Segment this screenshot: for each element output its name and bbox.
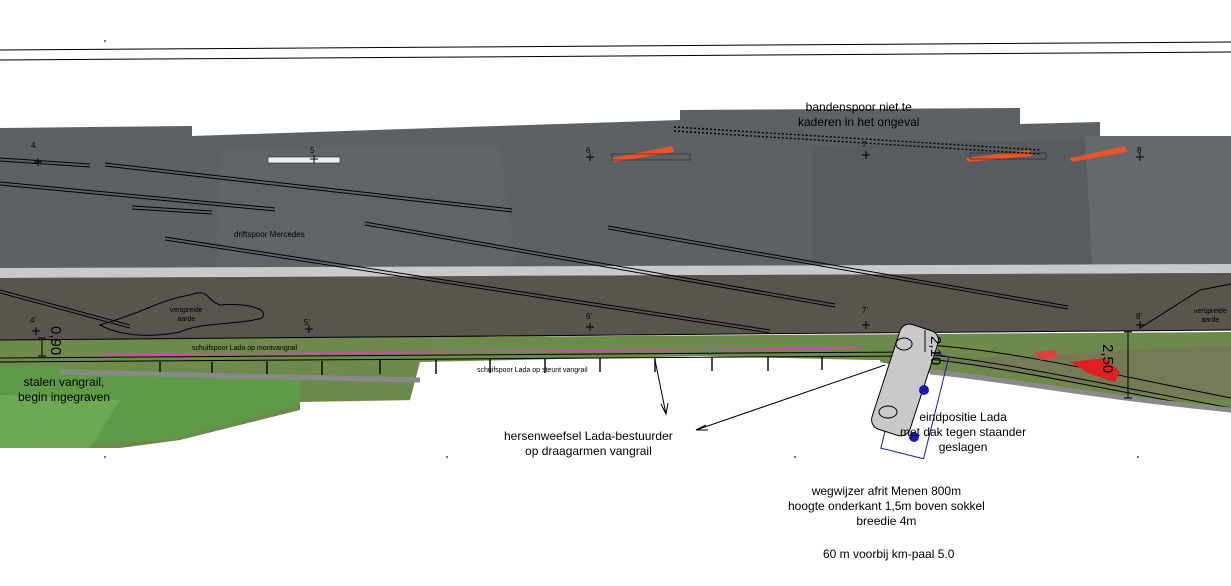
point-5: 5 <box>310 146 315 155</box>
lada-car <box>871 323 950 460</box>
arrows <box>654 359 886 431</box>
point-8: 8 <box>1137 146 1142 155</box>
dimension-d1: 0,90 <box>47 326 64 356</box>
tire-mark-label: bandenspoor niet te kaderen in het ongev… <box>798 100 920 129</box>
km-post-label: 60 m voorbij km-paal 5.0 <box>823 547 955 561</box>
point-5b: 5' <box>304 318 310 327</box>
guardrail-label: stalen vangrail, begin ingegraven <box>18 375 111 404</box>
dimension-d2: 2,10 <box>927 336 944 366</box>
point-4: 4 <box>31 141 36 150</box>
guardrail-lines <box>0 344 1231 413</box>
scrape-mark-1-label: schuifspoor Lada op montvangrail <box>192 345 298 352</box>
point-4b: 4' <box>30 316 36 325</box>
dimension-d3: 2,50 <box>1099 344 1116 374</box>
point-6: 6 <box>586 146 591 155</box>
drift-mark-label: driftspoor Mercedes <box>234 230 305 239</box>
point-8b: 8' <box>1136 312 1142 321</box>
scattered-dirt-right-label: verspreide aarde <box>1194 308 1227 324</box>
point-7: 7 <box>862 140 867 149</box>
sign-label: wegwijzer afrit Menen 800m hoogte onderk… <box>788 484 985 528</box>
brain-tissue-label: hersenweefsel Lada-bestuurder op draagar… <box>504 429 673 458</box>
lane-marking <box>0 264 1231 278</box>
final-position-label: eindpositie Lada met dak tegen staander … <box>900 410 1027 454</box>
point-7b: 7' <box>862 306 868 315</box>
scrape-mark-2-label: schuifspoor Lada op steunt vangrail <box>477 367 588 374</box>
point-6b: 6' <box>586 312 592 321</box>
scattered-dirt-left-label: verspreide aarde <box>170 307 203 323</box>
